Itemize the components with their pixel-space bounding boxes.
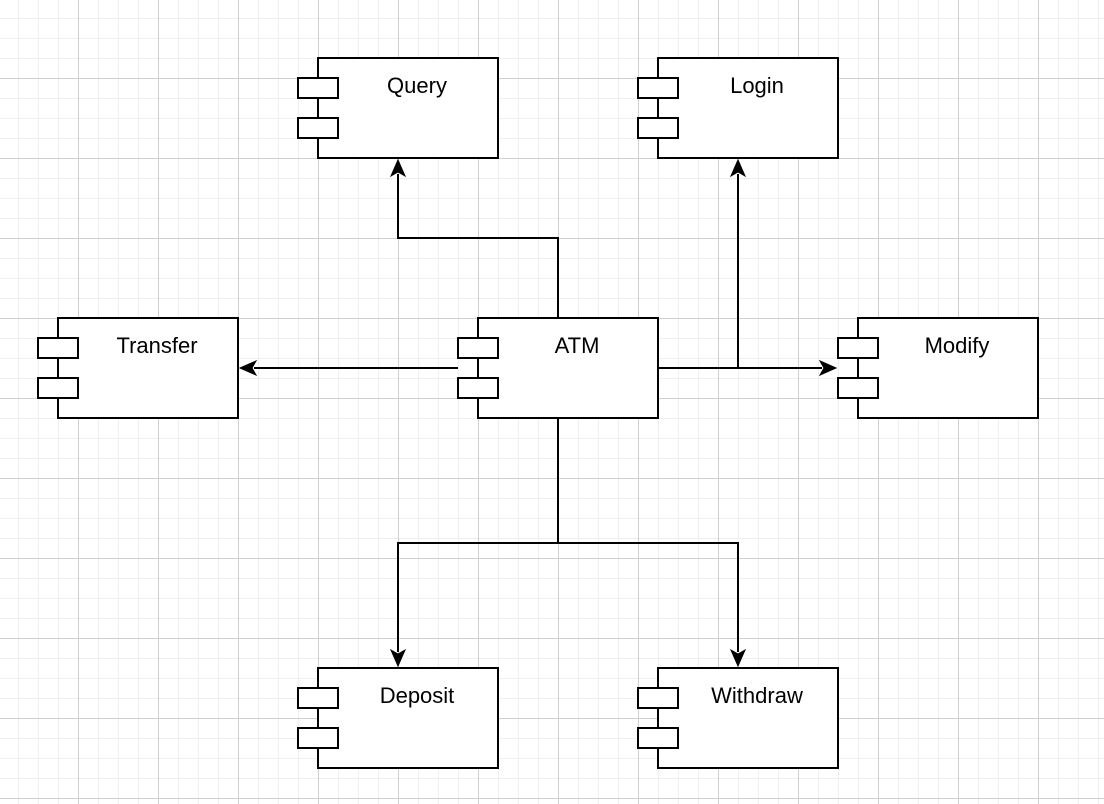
component-icon xyxy=(837,337,879,359)
component-query[interactable]: Query xyxy=(297,57,499,159)
edge-atm-withdraw[interactable] xyxy=(558,542,747,668)
component-icon xyxy=(637,117,679,139)
component-label-modify: Modify xyxy=(925,333,990,358)
edge-atm-deposit[interactable] xyxy=(389,418,559,668)
component-label-login: Login xyxy=(730,73,784,98)
component-icon xyxy=(457,337,499,359)
component-icon xyxy=(297,727,339,749)
edge-atm-login[interactable] xyxy=(729,158,747,368)
component-body xyxy=(857,317,1039,419)
component-icon xyxy=(637,77,679,99)
component-icon xyxy=(637,687,679,709)
component-label-transfer: Transfer xyxy=(116,333,197,358)
component-body xyxy=(317,667,499,769)
component-icon xyxy=(837,377,879,399)
component-label-withdraw: Withdraw xyxy=(711,683,803,708)
component-withdraw[interactable]: Withdraw xyxy=(637,667,839,769)
component-icon xyxy=(37,337,79,359)
component-modify[interactable]: Modify xyxy=(837,317,1039,419)
edge-atm-query[interactable] xyxy=(389,158,559,318)
component-label-deposit: Deposit xyxy=(380,683,455,708)
component-icon xyxy=(297,77,339,99)
component-icon xyxy=(297,117,339,139)
edge-atm-transfer[interactable] xyxy=(238,359,458,377)
component-body xyxy=(317,57,499,159)
component-login[interactable]: Login xyxy=(637,57,839,159)
component-body xyxy=(657,667,839,769)
component-icon xyxy=(457,377,499,399)
edge-atm-modify[interactable] xyxy=(658,359,838,377)
component-body xyxy=(657,57,839,159)
component-body xyxy=(477,317,659,419)
component-icon xyxy=(297,687,339,709)
component-label-query: Query xyxy=(387,73,447,98)
component-atm[interactable]: ATM xyxy=(457,317,659,419)
component-icon xyxy=(637,727,679,749)
component-label-atm: ATM xyxy=(555,333,600,358)
component-icon xyxy=(37,377,79,399)
component-transfer[interactable]: Transfer xyxy=(37,317,239,419)
component-deposit[interactable]: Deposit xyxy=(297,667,499,769)
component-body xyxy=(57,317,239,419)
connections xyxy=(238,158,838,668)
